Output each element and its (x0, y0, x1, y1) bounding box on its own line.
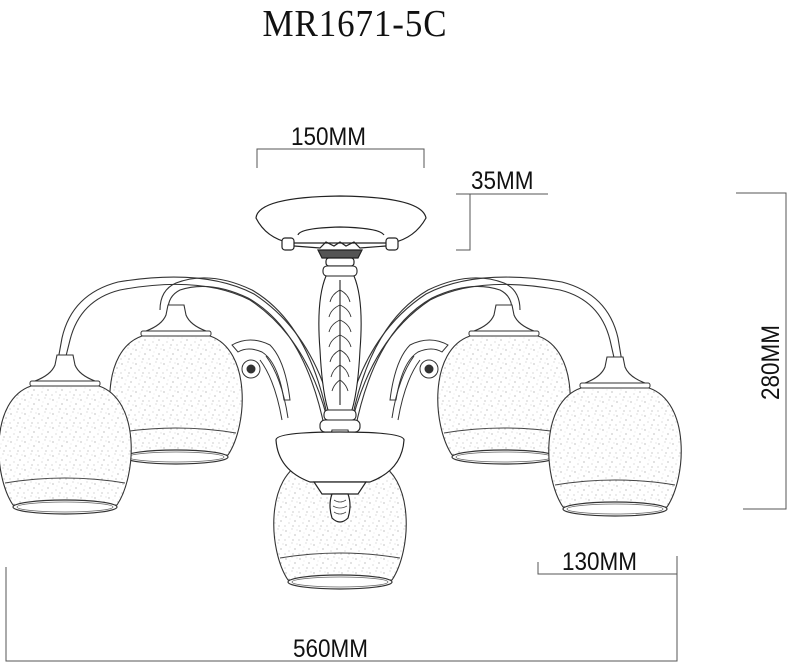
canopy-height-label: 35MM (471, 167, 534, 195)
shade-width-label: 130MM (562, 548, 638, 576)
ceiling-canopy (255, 195, 427, 267)
overall-height-label: 280MM (757, 324, 785, 400)
model-title: MR1671-5C (262, 3, 448, 45)
overall-width-label: 560MM (293, 635, 369, 663)
left-ornament (231, 339, 291, 421)
center-column (318, 265, 362, 433)
right-ornament (389, 339, 449, 421)
chandelier-arms (57, 276, 623, 431)
center-bowl (275, 431, 405, 523)
canopy-width-label: 150MM (291, 123, 367, 151)
dimension-lines (5, 148, 787, 662)
